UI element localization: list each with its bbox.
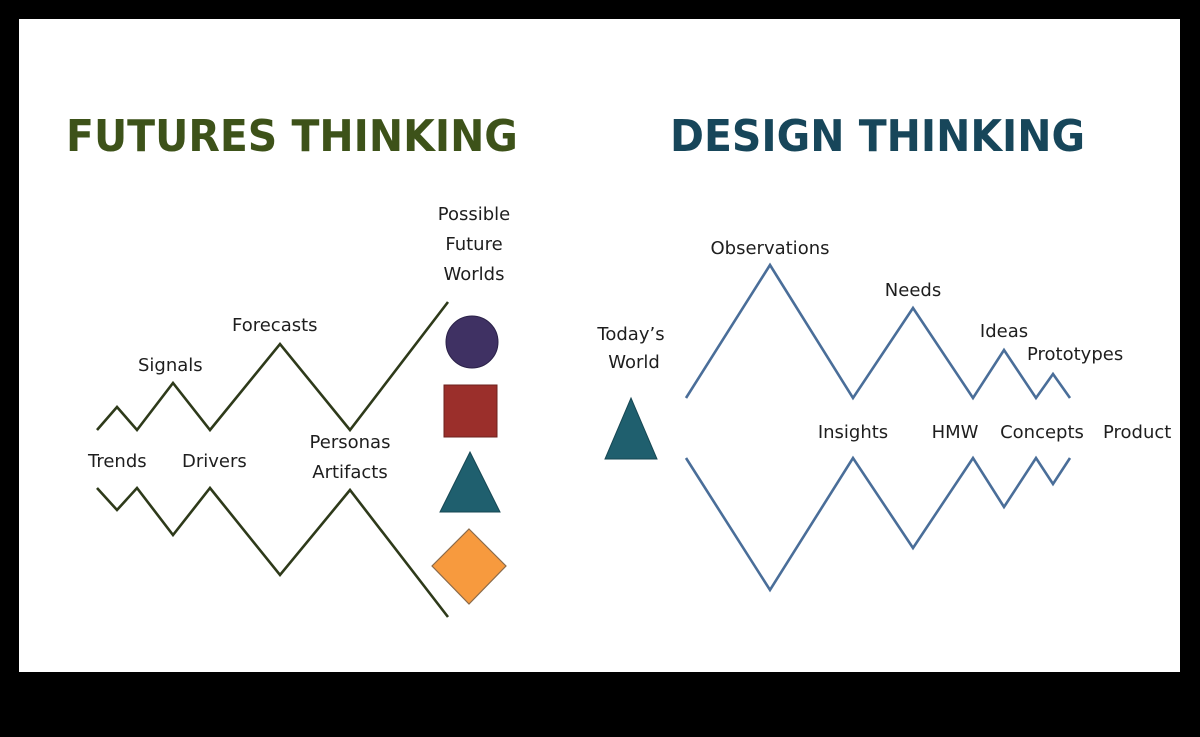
- label-prototypes: Prototypes: [1027, 344, 1124, 365]
- label-hmw: HMW: [931, 422, 979, 443]
- futures-upper-line: [96, 301, 450, 433]
- label-insights: Insights: [817, 422, 889, 443]
- label-observations: Observations: [710, 238, 830, 259]
- label-artifacts: Artifacts: [312, 462, 388, 483]
- label-needs: Needs: [884, 280, 942, 301]
- futures-lower-line: [96, 485, 450, 618]
- label-worlds: Worlds: [443, 264, 505, 285]
- label-ideas: Ideas: [979, 321, 1029, 342]
- diagram-panel: [19, 19, 1180, 672]
- label-future: Future: [445, 234, 503, 255]
- label-concepts: Concepts: [1000, 422, 1084, 443]
- label-possible: Possible: [437, 204, 511, 225]
- label-todays: Today’s: [597, 324, 665, 345]
- label-world: World: [608, 352, 660, 373]
- label-trends: Trends: [88, 451, 147, 472]
- label-product: Product: [1103, 422, 1172, 443]
- design-upper-line: [684, 262, 1072, 401]
- todays-world-triangle-icon: [604, 396, 658, 460]
- circle-icon: [445, 315, 499, 369]
- design-thinking-title: DESIGN THINKING: [670, 111, 1086, 162]
- label-drivers: Drivers: [182, 451, 247, 472]
- futures-thinking-title: FUTURES THINKING: [66, 111, 518, 162]
- label-signals: Signals: [138, 355, 203, 376]
- square-icon: [443, 384, 498, 438]
- label-forecasts: Forecasts: [232, 315, 318, 336]
- diamond-icon: [431, 528, 507, 605]
- triangle-icon: [439, 450, 501, 513]
- label-personas: Personas: [309, 432, 391, 453]
- design-lower-line: [684, 455, 1072, 593]
